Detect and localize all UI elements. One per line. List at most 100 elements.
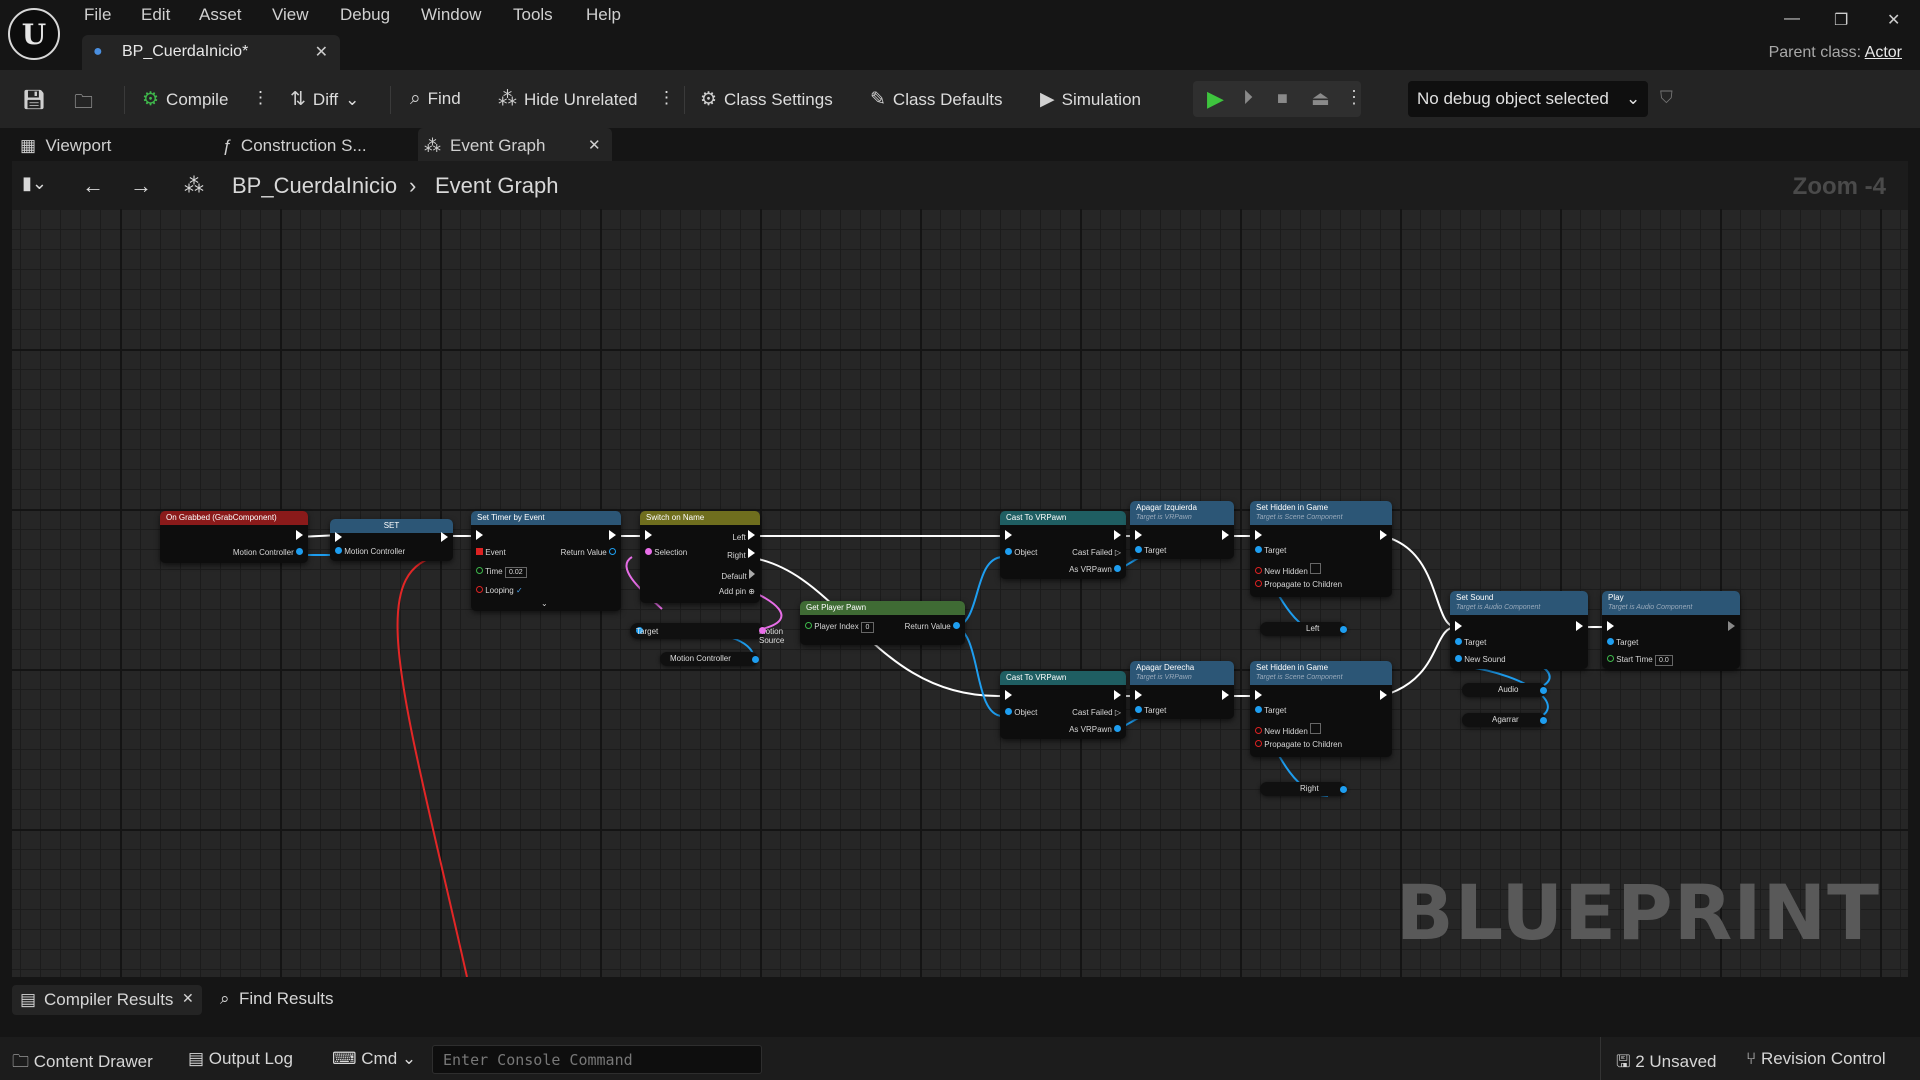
get-player-pawn-node[interactable]: Get Player Pawn Player Index 0 Return Va… <box>800 601 965 645</box>
debug-object-select[interactable]: No debug object selected ⌄ <box>1408 81 1648 117</box>
object-pin[interactable]: Object <box>1005 708 1037 717</box>
play-icon[interactable]: ▶ <box>1207 86 1224 111</box>
motion-controller-in-pin[interactable]: Motion Controller <box>335 547 405 556</box>
close-window-button[interactable]: ✕ <box>1887 12 1901 29</box>
player-index-value[interactable]: 0 <box>860 622 874 633</box>
cast-failed-pin[interactable]: Cast Failed ▷ <box>1072 708 1121 717</box>
get-motion-source-node[interactable]: Target Motion Source <box>630 623 784 645</box>
find-button[interactable]: ⌕Find <box>410 88 461 110</box>
parent-class-link[interactable]: Actor <box>1864 44 1902 61</box>
menu-debug[interactable]: Debug <box>340 5 391 24</box>
left-exec-pin[interactable]: Left <box>732 530 755 542</box>
browse-button[interactable]: 🗀 <box>74 88 93 120</box>
menu-window[interactable]: Window <box>421 5 482 24</box>
close-tab-icon[interactable]: ✕ <box>588 137 601 154</box>
on-grabbed-node[interactable]: On Grabbed (GrabComponent) Motion Contro… <box>160 511 308 563</box>
event-pin[interactable]: Event <box>476 548 506 557</box>
document-tab[interactable]: ● BP_CuerdaInicio* ✕ <box>82 35 340 70</box>
breadcrumb-root[interactable]: BP_CuerdaInicio <box>232 173 398 198</box>
player-index-pin[interactable]: Player Index 0 <box>805 622 874 633</box>
cast-to-vrpawn-node-1[interactable]: Cast To VRPawn Object Cast Failed ▷ As V… <box>1000 511 1126 579</box>
looping-checkbox[interactable]: ✓ <box>515 586 523 595</box>
exec-out-pin[interactable] <box>1728 621 1735 633</box>
tab-find-results[interactable]: ⌕ Find Results <box>220 989 333 1009</box>
exec-in-pin[interactable] <box>335 532 342 544</box>
eject-icon[interactable]: ⏏ <box>1311 88 1330 110</box>
add-pin-button[interactable]: Add pin ⊕ <box>718 587 755 596</box>
forward-arrow-icon[interactable]: → <box>130 173 152 198</box>
selection-pin[interactable]: Selection <box>645 548 687 557</box>
object-pin[interactable]: Object <box>1005 548 1037 557</box>
tab-construction-script[interactable]: ƒ Construction S... <box>222 136 367 156</box>
time-pin[interactable]: Time 0.02 <box>476 567 527 578</box>
exec-out-pin[interactable] <box>1576 621 1583 633</box>
advance-frame-icon[interactable]: ⏵ <box>1243 87 1253 109</box>
exec-in-pin[interactable] <box>1455 621 1462 633</box>
target-pin[interactable]: Target <box>1135 706 1166 715</box>
stop-icon[interactable]: ■ <box>1277 88 1288 108</box>
exec-out-pin[interactable] <box>441 532 448 544</box>
target-pin[interactable]: Target <box>1607 638 1638 647</box>
debug-filter-icon[interactable]: ⛉ <box>1660 88 1673 107</box>
exec-in-pin[interactable] <box>1135 530 1142 542</box>
unsaved-button[interactable]: 🖫 2 Unsaved <box>1616 1049 1717 1078</box>
menu-file[interactable]: File <box>84 5 112 24</box>
exec-out-pin[interactable] <box>609 530 616 542</box>
class-defaults-button[interactable]: ✎Class Defaults <box>870 88 1003 111</box>
exec-out-pin[interactable] <box>296 530 303 542</box>
exec-in-pin[interactable] <box>476 530 483 542</box>
event-graph-canvas[interactable]: On Grabbed (GrabComponent) Motion Contro… <box>12 209 1908 977</box>
class-settings-button[interactable]: ⚙Class Settings <box>700 88 833 111</box>
console-command-input[interactable] <box>441 1050 755 1070</box>
menu-help[interactable]: Help <box>586 5 621 24</box>
audio-variable[interactable]: Audio <box>1462 683 1547 697</box>
hide-unrelated-button[interactable]: ⁂Hide Unrelated <box>498 88 637 111</box>
exec-in-pin[interactable] <box>1607 621 1614 633</box>
motion-controller-variable[interactable]: Motion Controller <box>660 652 759 666</box>
target-pin[interactable]: Target <box>1255 706 1286 715</box>
new-hidden-pin[interactable]: New Hidden <box>1255 723 1322 736</box>
menu-tools[interactable]: Tools <box>513 5 553 24</box>
revision-control-button[interactable]: ⑂ Revision Control <box>1746 1049 1886 1069</box>
back-arrow-icon[interactable]: ← <box>82 173 104 198</box>
bookmark-icon[interactable]: ▮⌄ <box>22 173 47 193</box>
restore-button[interactable]: ❐ <box>1834 12 1849 29</box>
looping-pin[interactable]: Looping ✓ <box>476 586 523 595</box>
exec-out-pin[interactable] <box>1114 530 1121 542</box>
new-hidden-pin[interactable]: New Hidden <box>1255 563 1322 576</box>
agarrar-variable[interactable]: Agarrar <box>1462 713 1547 727</box>
exec-in-pin[interactable] <box>1005 530 1012 542</box>
close-tab-icon[interactable]: ✕ <box>314 44 328 61</box>
return-value-pin[interactable]: Return Value <box>561 548 616 557</box>
default-exec-pin[interactable]: Default <box>721 569 755 581</box>
right-exec-pin[interactable]: Right <box>727 548 755 560</box>
set-timer-node[interactable]: Set Timer by Event Event Return Value Ti… <box>471 511 621 611</box>
exec-in-pin[interactable] <box>1135 690 1142 702</box>
set-variable-node[interactable]: SET Motion Controller <box>330 519 453 561</box>
target-pin[interactable]: Target <box>1455 638 1486 647</box>
exec-in-pin[interactable] <box>645 530 652 542</box>
expand-chevron-icon[interactable]: ⌄ <box>541 599 548 608</box>
start-time-value[interactable]: 0.0 <box>1654 655 1673 666</box>
cmd-dropdown[interactable]: ⌨ Cmd ⌄ <box>332 1049 416 1069</box>
tab-compiler-results[interactable]: ▤ Compiler Results ✕ <box>12 985 202 1015</box>
tab-event-graph[interactable]: ⁂ Event Graph ✕ <box>418 128 612 161</box>
unreal-logo-icon[interactable]: U <box>8 8 60 60</box>
menu-asset[interactable]: Asset <box>199 5 242 24</box>
play-options-icon[interactable]: ⋮ <box>1345 87 1363 107</box>
propagate-pin[interactable]: Propagate to Children <box>1255 580 1342 589</box>
cast-to-vrpawn-node-2[interactable]: Cast To VRPawn Object Cast Failed ▷ As V… <box>1000 671 1126 739</box>
close-tab-icon[interactable]: ✕ <box>182 990 194 1006</box>
target-pin[interactable]: Target <box>1135 546 1166 555</box>
time-value[interactable]: 0.02 <box>504 567 527 578</box>
exec-out-pin[interactable] <box>1222 530 1229 542</box>
breadcrumb-current[interactable]: Event Graph <box>435 173 559 198</box>
switch-on-name-node[interactable]: Switch on Name Left Selection Right Defa… <box>640 511 760 603</box>
exec-out-pin[interactable] <box>1380 530 1387 542</box>
output-log-button[interactable]: ▤ Output Log <box>188 1049 293 1069</box>
propagate-pin[interactable]: Propagate to Children <box>1255 740 1342 749</box>
